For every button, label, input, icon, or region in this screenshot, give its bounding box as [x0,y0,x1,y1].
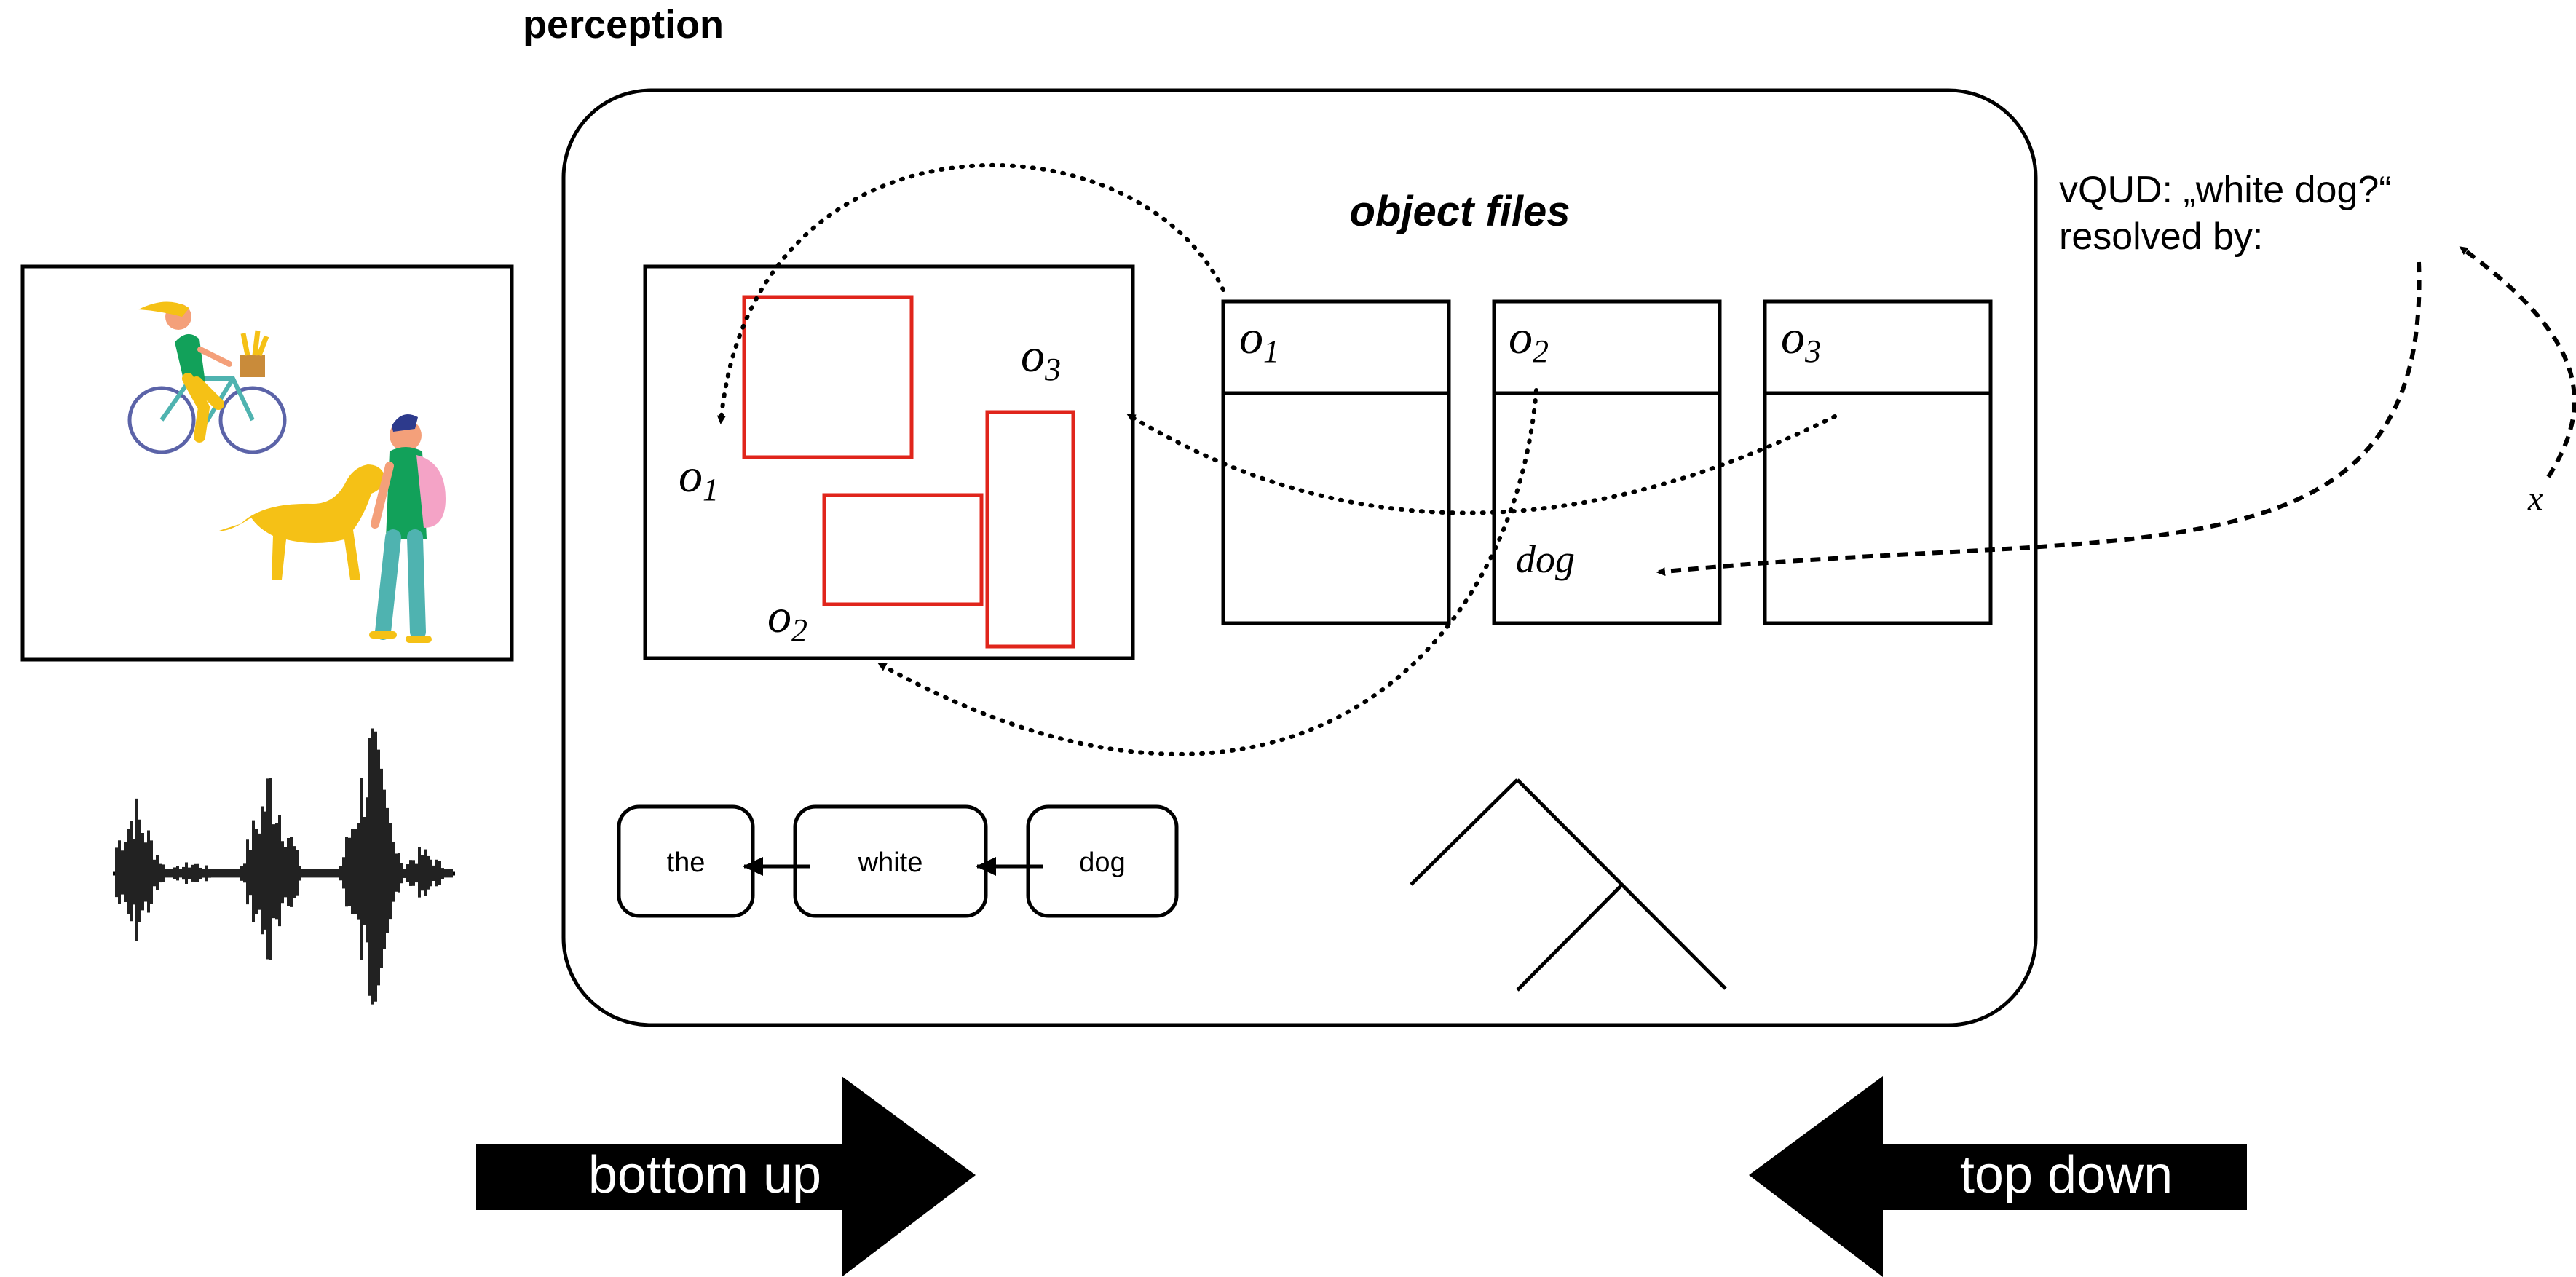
scene-label-o1: o1 [679,449,719,507]
word-dog: dog [1079,847,1125,878]
bbox-o2 [822,493,984,606]
audio-waveform [113,728,455,1005]
dog-illustration [219,464,386,580]
link-x-to-vqud [2459,245,2576,478]
object-files-heading: object files [1350,188,1571,235]
object-file-label-o2: o2 [1509,311,1549,369]
scene-image [20,264,514,662]
vqud-variable-x: x [2527,480,2543,517]
word-box-dog [1026,804,1179,918]
bbox-o1 [742,295,914,459]
word-the: the [667,847,706,878]
vqud-question: vQUD: „white dog?“ [2059,169,2392,211]
cyclist-illustration [127,301,287,454]
bbox-o3 [985,410,1075,649]
syntax-tree [1410,778,1727,992]
scene-label-o2: o2 [767,590,807,648]
link-o3-to-scene [1126,413,1837,515]
link-o1-to-scene [716,162,1225,424]
top-down-label: top down [1960,1146,2173,1204]
bottom-up-label: bottom up [588,1146,821,1204]
vqud-resolved-by: resolved by: [2059,216,2263,258]
word-chain: the white dog [617,804,1179,918]
object-file-o3: o3 [1763,299,1993,625]
scene-label-o3: o3 [1021,329,1061,387]
perception-box [561,88,2038,1027]
object-file-label-o3: o3 [1781,311,1821,369]
segmentation-panel: o1 o2 o3 [643,264,1135,660]
person-illustration [369,414,446,643]
link-vqud-to-dog [1656,261,2422,577]
object-file-content-dog: dog [1516,537,1575,581]
object-file-o1: o1 [1221,299,1451,625]
diagram-title: perception [523,3,724,47]
link-o2-to-scene [877,388,1538,756]
object-file-o2: o2 dog [1492,299,1722,625]
top-down-arrow: top down [1749,1076,2247,1277]
bottom-up-arrow: bottom up [476,1076,976,1277]
object-file-label-o1: o1 [1239,311,1279,369]
word-white: white [858,847,923,878]
